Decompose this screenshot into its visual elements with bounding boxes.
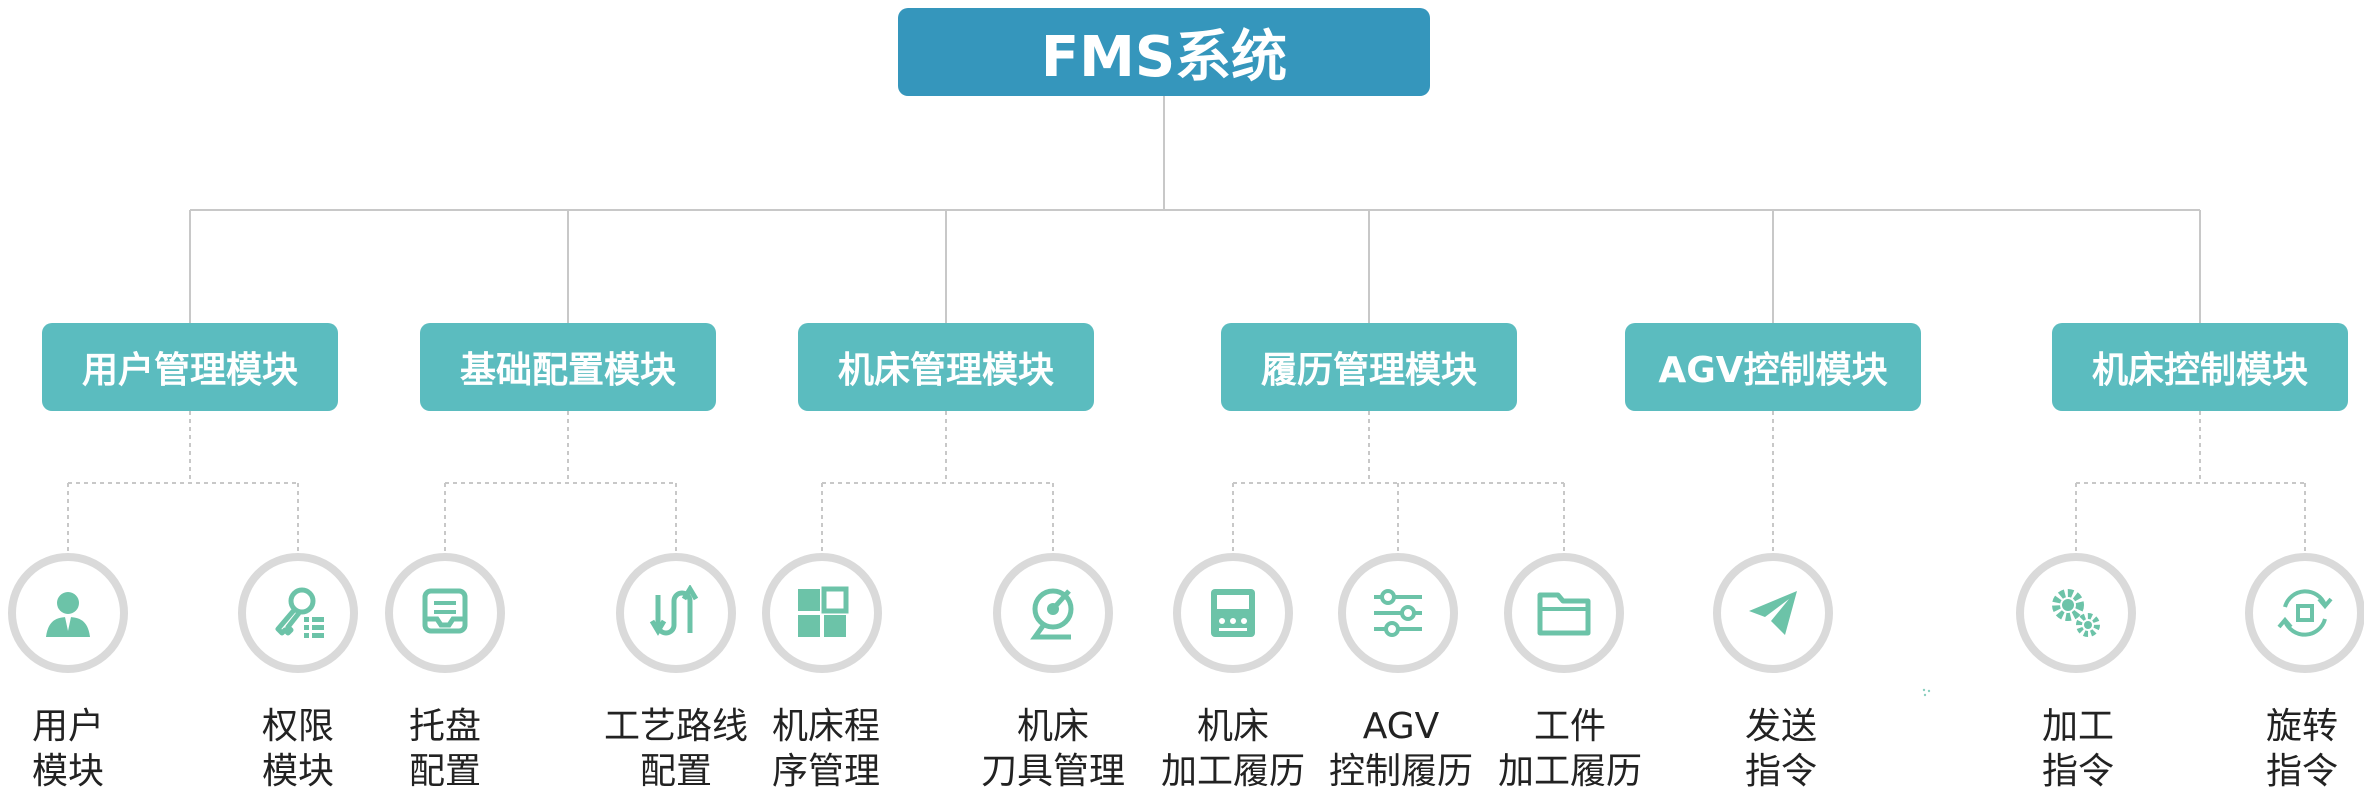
- grid-blocks-icon: [798, 586, 849, 637]
- leaf-label-line1: 发送: [1744, 706, 1817, 747]
- leaf-label-agv-history: AGV 控制履历: [1301, 704, 1501, 794]
- leaf-rotate-circle: [2245, 553, 2364, 673]
- leaf-label-line1: AGV: [1362, 706, 1440, 747]
- module-machine-management: 机床管理模块: [798, 323, 1094, 411]
- leaf-send-circle: [1713, 553, 1833, 673]
- leaf-machine-history-circle: [1173, 553, 1293, 673]
- leaf-label-line1: 工件: [1533, 706, 1606, 747]
- leaf-tray-circle: [385, 553, 505, 673]
- leaf-route-circle: [616, 553, 736, 673]
- user-icon: [46, 592, 90, 637]
- leaf-label-line2: 序管理: [771, 751, 880, 792]
- leaf-label-line2: 控制履历: [1328, 751, 1473, 792]
- leaf-label-user: 用户 模块: [0, 704, 168, 794]
- key-permission-icon: [275, 587, 324, 638]
- leaf-label-line1: 用户: [31, 706, 104, 747]
- leaf-process-circle: [2016, 553, 2136, 673]
- leaf-permission-circle: [238, 553, 358, 673]
- leaf-label-machine-history: 机床 加工履历: [1133, 704, 1333, 794]
- leaf-label-workpiece: 工件 加工履历: [1470, 704, 1670, 794]
- leaf-workpiece-circle: [1504, 553, 1624, 673]
- leaf-label-process: 加工 指令: [1978, 704, 2178, 794]
- tray-icon: [422, 588, 468, 634]
- leaf-label-line2: 加工履历: [1160, 751, 1305, 792]
- leaf-label-rotate: 旋转 指令: [2202, 704, 2364, 794]
- module-history-management: 履历管理模块: [1221, 323, 1517, 411]
- leaf-label-send: 发送 指令: [1681, 704, 1881, 794]
- folder-icon: [1537, 592, 1591, 636]
- leaf-label-line2: 模块: [31, 751, 104, 792]
- leaf-label-line1: 机床: [1196, 706, 1269, 747]
- leaf-label-line2: 配置: [408, 751, 481, 792]
- tool-disk-icon: [1030, 588, 1074, 640]
- leaf-label-line1: 机床程: [771, 706, 880, 747]
- leaf-label-permission: 权限 模块: [198, 704, 398, 794]
- sliders-icon: [1374, 589, 1422, 637]
- leaf-program-circle: [762, 553, 882, 673]
- leaf-label-line1: 机床: [1016, 706, 1089, 747]
- leaf-label-line2: 模块: [261, 751, 334, 792]
- route-arrows-icon: [649, 585, 699, 636]
- leaf-label-line2: 刀具管理: [980, 751, 1125, 792]
- leaf-tool-circle: [993, 553, 1113, 673]
- leaf-label-line1: 加工: [2041, 706, 2114, 747]
- leaf-label-program: 机床程 序管理: [726, 704, 926, 794]
- leaf-label-line2: 指令: [2041, 751, 2114, 792]
- module-machine-control: 机床控制模块: [2052, 323, 2348, 411]
- module-basic-config: 基础配置模块: [420, 323, 716, 411]
- leaf-label-line1: 托盘: [408, 706, 481, 747]
- leaf-label-route: 工艺路线 配置: [576, 704, 776, 794]
- leaf-label-line1: 旋转: [2265, 706, 2338, 747]
- paper-plane-icon: [1749, 591, 1797, 635]
- leaf-label-tray: 托盘 配置: [345, 704, 545, 794]
- decorative-dots: [1922, 688, 1931, 697]
- root-node-title: FMS系统: [898, 8, 1430, 96]
- rotate-icon: [2277, 589, 2333, 637]
- leaf-user-circle: [8, 553, 128, 673]
- module-agv-control: AGV控制模块: [1625, 323, 1921, 411]
- leaf-label-line2: 指令: [1744, 751, 1817, 792]
- leaf-label-tool: 机床 刀具管理: [953, 704, 1153, 794]
- leaf-label-line2: 加工履历: [1497, 751, 1642, 792]
- machine-panel-icon: [1211, 589, 1255, 637]
- leaf-label-line2: 指令: [2265, 751, 2338, 792]
- leaf-label-line1: 权限: [261, 706, 334, 747]
- leaf-label-line1: 工艺路线: [603, 706, 748, 747]
- module-user-management: 用户管理模块: [42, 323, 338, 411]
- gears-icon: [2052, 589, 2100, 637]
- leaf-agv-history-circle: [1338, 553, 1458, 673]
- leaf-label-line2: 配置: [639, 751, 712, 792]
